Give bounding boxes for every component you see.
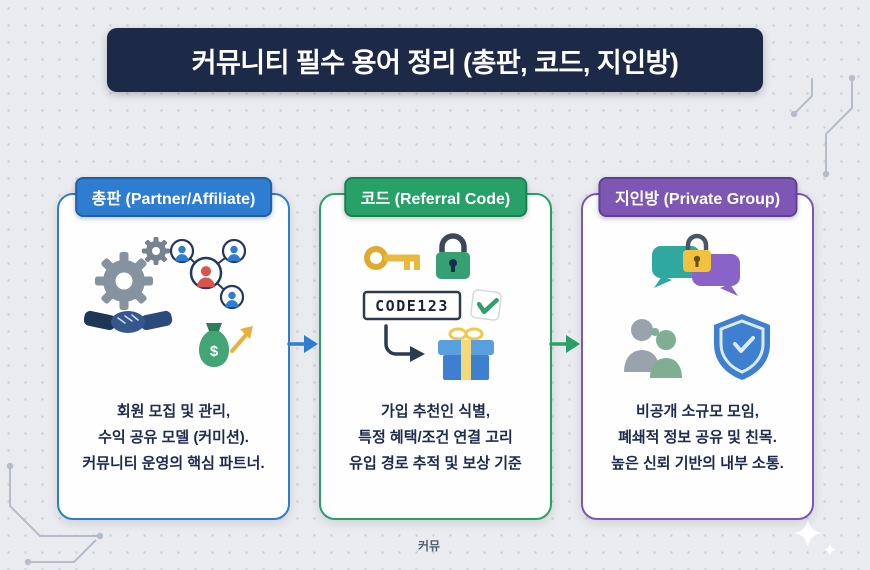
desc-line: 수익 공유 모델 (커미션). xyxy=(98,428,249,446)
desc-line: 높은 신뢰 기반의 내부 소통. xyxy=(611,454,784,472)
shield-icon xyxy=(713,314,770,380)
desc-line: 가입 추천인 식별, xyxy=(380,403,491,420)
code-box: CODE123 xyxy=(362,290,461,321)
connector-arrow-1 xyxy=(287,335,318,353)
desc-line: 비공개 소규모 모임, xyxy=(636,403,759,420)
card-referral-code-description: 가입 추천인 식별, 특정 혜택/조건 연결 고리 유입 경로 추적 및 보상 … xyxy=(349,399,522,476)
whisper-people-icon xyxy=(623,319,682,378)
card-referral-code: 코드 (Referral Code) xyxy=(319,177,552,520)
gear-icon xyxy=(94,252,153,310)
card-private-group-description: 비공개 소규모 모임, 폐쇄적 정보 공유 및 친목. 높은 신뢰 기반의 내부… xyxy=(611,399,784,476)
card-partner-description: 회원 모집 및 관리, 수익 공유 모델 (커미션). 커뮤니티 운영의 핵심 … xyxy=(82,399,264,476)
referral-code-illustration-svg: CODE123 xyxy=(362,233,502,380)
circuit-decoration-top-right xyxy=(790,74,856,178)
private-group-illustration-svg xyxy=(623,233,770,380)
watermark: 커뮤 xyxy=(418,539,441,553)
desc-line: 회원 모집 및 관리, xyxy=(116,403,231,420)
card-partner-label: 총판 (Partner/Affiliate) xyxy=(74,177,273,217)
desc-line: 특정 혜택/조건 연결 고리 xyxy=(358,428,513,446)
small-gear-icon xyxy=(141,237,170,265)
private-group-illustration xyxy=(608,225,788,391)
dollar-symbol: $ xyxy=(209,343,218,360)
card-private-group-label: 지인방 (Private Group) xyxy=(597,177,798,217)
referral-code-illustration: CODE123 xyxy=(346,225,526,391)
card-partner: 총판 (Partner/Affiliate) xyxy=(57,177,290,520)
lock-icon xyxy=(682,233,711,272)
page-title: 커뮤니티 필수 용어 정리 (총판, 코드, 지인방) xyxy=(107,28,763,92)
sparkle-decoration xyxy=(794,519,836,556)
desc-line: 유입 경로 추적 및 보상 기준 xyxy=(349,454,522,472)
partner-illustration: $ xyxy=(83,225,264,391)
desc-line: 폐쇄적 정보 공유 및 친목. xyxy=(618,428,777,446)
connector-arrow-2 xyxy=(549,335,580,353)
card-private-group: 지인방 (Private Group) xyxy=(581,177,814,520)
code-text: CODE123 xyxy=(375,297,449,315)
flow-arrow-icon xyxy=(383,324,425,362)
key-icon xyxy=(363,246,420,270)
desc-line: 커뮤니티 운영의 핵심 파트너. xyxy=(82,454,265,472)
gift-icon xyxy=(437,327,494,380)
growth-arrow-icon xyxy=(229,326,253,353)
people-network-icon xyxy=(169,238,246,310)
handshake-icon xyxy=(83,310,172,333)
check-icon xyxy=(469,289,502,321)
padlock-icon xyxy=(435,233,470,279)
card-referral-code-label: 코드 (Referral Code) xyxy=(343,177,528,217)
money-bag-icon: $ xyxy=(198,323,229,367)
partner-illustration-svg: $ xyxy=(83,237,253,367)
page-title-text: 커뮤니티 필수 용어 정리 (총판, 코드, 지인방) xyxy=(191,47,679,78)
